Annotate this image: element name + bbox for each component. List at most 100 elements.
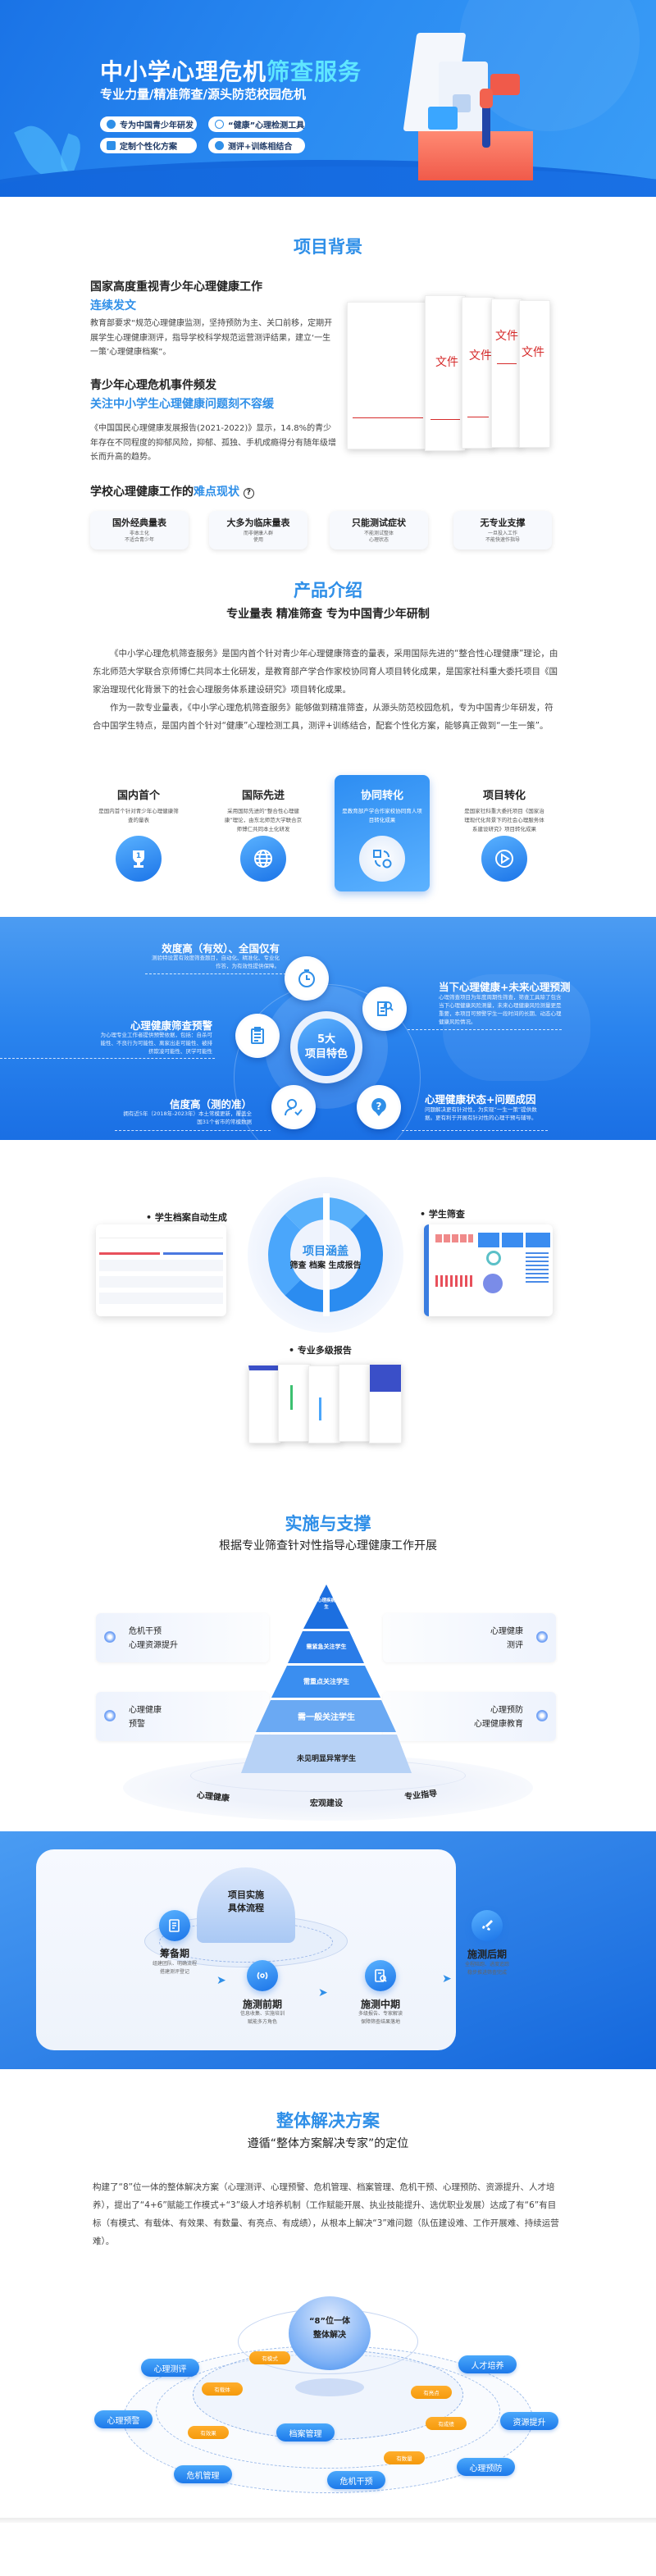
background-heading: 国家高度重视青少年心理健康工作 [90, 280, 262, 294]
center-sphere [289, 2296, 371, 2370]
pie-chart-card [490, 74, 520, 95]
flow-step-title: 施测前期 [242, 1999, 282, 2010]
hero-title-highlight: 筛查服务 [266, 58, 362, 85]
flow-step-title: 施测后期 [467, 1949, 507, 1960]
flow-step-desc: 信息收集、实施培训赋能多方角色 [239, 2011, 285, 2025]
solution-pill: 人才培养 [458, 2355, 517, 2373]
feature-card-active: 协同转化是教育部产学合作家校协同育人项目转化成果 [335, 775, 430, 891]
feature-title: 效度高（有效）、全国仅有 [162, 942, 280, 955]
document: 文件 [462, 297, 494, 449]
doc-search-icon [362, 987, 407, 1031]
svg-text:?: ? [376, 1101, 382, 1112]
envelope [418, 131, 533, 180]
support-box-right: 心理预防心理健康教育 [383, 1692, 556, 1741]
hero-banner: 中小学心理危机筛查服务 专业力量/精准筛查/源头防范校园危机 专为中国青少年研发… [0, 0, 656, 197]
flow-step-desc: 全程陪跑、进度追踪稳步推进筛查完成 [464, 1962, 509, 1976]
background-text: 《中国国民心理健康发展报告(2021-2022)》显示，14.8%的青少年存在不… [90, 424, 336, 462]
background-heading: 青少年心理危机事件频发 [90, 379, 216, 392]
student-profile-screenshot [96, 1224, 226, 1316]
difficulty-card: 国外经典量表非本土化不适合青少年 [90, 511, 189, 549]
hero-subtitle: 专业力量/精准筛查/源头防范校园危机 [100, 87, 306, 102]
section-title: 项目背景 [294, 237, 362, 257]
solution-center-label: “8”位一体整体解决 [308, 2317, 351, 2340]
support-box-left: 危机干预心理资源提升 [96, 1613, 269, 1662]
product-paragraph: 作为一款专业量表，《中小学心理危机筛查服务》能够做到精准筛查，从源头防范校园危机… [93, 703, 554, 731]
footer-divider [0, 2518, 656, 2523]
play-icon [481, 836, 527, 882]
solution-pill: 档案管理 [276, 2423, 335, 2442]
difficulty-card: 无专业支撑一旦投入工作不能快速作指导 [453, 511, 552, 549]
stopwatch-icon [285, 956, 329, 1001]
pyramid-label: 需一般关注学生 [298, 1713, 355, 1722]
section-title: 整体解决方案 [276, 2111, 380, 2131]
report-search-icon [365, 1960, 396, 1991]
globe-icon [240, 836, 286, 882]
flow-step-title: 筹备期 [159, 1948, 189, 1959]
flow-step-desc: 多级报告、专家解读保障筛查结果落地 [358, 2011, 403, 2025]
background-highlight: 关注中小学生心理健康问题刻不容缓 [90, 398, 274, 411]
flow-center-label: 项目实施具体流程 [228, 1890, 264, 1913]
support-box-right: 心理健康测评 [383, 1613, 556, 1662]
hero-title: 中小学心理危机筛查服务 [100, 54, 362, 87]
feature-title: 心理健康状态+问题成因 [425, 1093, 536, 1106]
coverage-label: • 专业多级报告 [289, 1345, 352, 1356]
user-icon [107, 120, 116, 129]
cycle-icon [215, 141, 224, 150]
pyramid-label: 需重点关注学生 [303, 1678, 349, 1685]
feature-desc: 心理筛查项目为年度周期性筛查，筛查工具除了包含当下心理健康风险测量，未来心理健康… [439, 994, 562, 1025]
difficulty-card: 大多为临床量表而非健康人群使用 [209, 511, 308, 549]
solution-pill: 心理预警 [94, 2410, 153, 2428]
dashed-connector [408, 1029, 562, 1030]
signal-icon [247, 1960, 278, 1991]
difficulty-heading: 学校心理健康工作的难点现状 ? [90, 483, 254, 499]
pyramid-level-2 [288, 1631, 364, 1663]
document: 文件 [519, 300, 550, 448]
goal-pill: 有数量 [384, 2451, 425, 2464]
dashed-connector [115, 1130, 271, 1131]
decor-shape [443, 974, 590, 1081]
dashed-connector [145, 973, 286, 974]
feature-desc: 为心理专业工作者提供预警依据，包括：自杀可能性、不良行为可能性、离家出走可能性、… [100, 1032, 213, 1055]
coverage-label: • 学生档案自动生成 [146, 1212, 227, 1223]
solution-pill: 危机管理 [174, 2465, 232, 2483]
section-subtitle: 专业量表 精准筛查 专为中国青少年研制 [226, 608, 430, 621]
feature-title: 信度高（测的准） [169, 1098, 252, 1110]
feature-title: 当下心理健康+未来心理预测 [439, 981, 571, 993]
tools-icon [107, 141, 116, 150]
hero-pill-label: “健康”心理检测工具 [228, 121, 305, 130]
hero-pill-label: 专为中国青少年研发 [120, 121, 194, 130]
background-text: 教育部要求“规范心理健康监测，坚持预防为主、关口前移，定期开展学生心理健康测评，… [90, 319, 333, 357]
svg-text:1: 1 [136, 852, 141, 860]
transform-icon [359, 836, 405, 882]
feature-title: 心理健康筛查预警 [130, 1019, 212, 1032]
feature-card: 国内首个是国内首个针对青少年心理健康筛查的量表 1 [91, 775, 186, 891]
dome [197, 1867, 295, 1943]
implementation-flow-band: 项目实施具体流程 筹备期 组建团队、明确流程搭建测评登记 ➤ 施测前期 信息收集… [0, 1831, 656, 2069]
goal-pill: 有载体 [202, 2382, 243, 2396]
pyramid-label: 需紧急关注学生 [306, 1644, 347, 1650]
solution-pill: 心理测评 [141, 2359, 199, 2377]
hero-pill-label: 定制个性化方案 [120, 143, 177, 152]
sphere-base [295, 2378, 364, 2396]
pyramid-level-3 [271, 1666, 380, 1698]
hero-pill: 专为中国青少年研发 [100, 116, 197, 132]
pyramid-level-1 [303, 1584, 348, 1629]
difficulty-heading-highlight: 难点现状 [194, 486, 239, 499]
flow-step-desc: 组建团队、明确流程搭建测评登记 [152, 1961, 197, 1975]
product-paragraph: 《中小学心理危机筛查服务》是国内首个针对青少年心理健康筛查的量表，采用国际先进的… [93, 649, 558, 695]
help-circle-icon[interactable]: ? [243, 488, 254, 499]
background-highlight: 连续发文 [90, 299, 136, 312]
section-subtitle: 遵循“整体方案解决专家”的定位 [247, 2137, 409, 2150]
bar-chart-card [428, 107, 458, 130]
pyramid-label: 未见明显异常学生 [296, 1755, 356, 1763]
solution-paragraph: 构建了“8”位一体的整体解决方案（心理测评、心理预警、危机管理、档案管理、危机干… [93, 2182, 559, 2246]
heart-icon [215, 120, 224, 129]
screening-dashboard-screenshot [424, 1224, 553, 1316]
hero-pill: “健康”心理检测工具 [208, 116, 305, 132]
hero-pill: 定制个性化方案 [100, 138, 197, 153]
arrow-icon: ➤ [216, 1974, 226, 1987]
coverage-title: 项目涵盖 [303, 1245, 348, 1258]
document: 文件 [425, 295, 466, 451]
goal-pill: 有效果 [188, 2426, 229, 2439]
